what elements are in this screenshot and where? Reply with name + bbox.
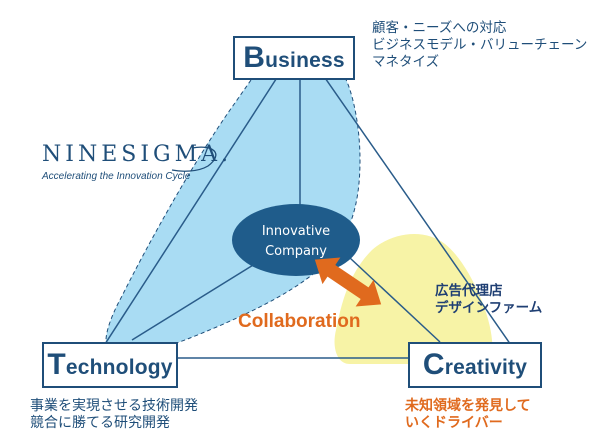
creativity-side-note-1: 広告代理店	[435, 283, 503, 299]
business-notes: 顧客・ニーズへの対応 ビジネスモデル・バリューチェーン マネタイズ	[372, 20, 587, 71]
creativity-notes: 未知領域を発見して いくドライバー	[405, 398, 531, 432]
spoke-technology	[131, 261, 259, 341]
outer-triangle	[94, 40, 522, 359]
business-node: Business	[233, 36, 355, 80]
technology-node: Technology	[42, 342, 178, 388]
logo-wordmark: NINESIGMA.	[42, 142, 232, 167]
business-initial: B	[243, 41, 266, 74]
creativity-note-1: 未知領域を発見して	[405, 398, 531, 414]
center-label-line1: Innovative	[262, 224, 330, 239]
creativity-initial: C	[422, 348, 445, 381]
logo-swoosh-icon	[171, 146, 217, 172]
center-label-line2: Company	[265, 244, 327, 259]
technology-note-1: 事業を実現させる技術開発	[30, 398, 198, 414]
creativity-rest: reativity	[444, 356, 528, 379]
technology-note-2: 競合に勝てる研究開発	[30, 415, 170, 431]
collaboration-label: Collaboration	[238, 311, 361, 332]
business-technology-region	[105, 69, 361, 355]
creativity-note-2: いくドライバー	[405, 415, 503, 431]
logo-tagline: Accelerating the Innovation Cycle	[42, 171, 191, 182]
creativity-node: Creativity	[408, 342, 542, 388]
ninesigma-logo: NINESIGMA. Accelerating the Innovation C…	[42, 142, 228, 192]
creativity-region	[334, 233, 493, 364]
spoke-creativity	[349, 257, 441, 343]
technology-rest: echnology	[65, 356, 173, 379]
business-note-2: ビジネスモデル・バリューチェーン	[372, 37, 588, 53]
innovative-company-ellipse	[232, 204, 360, 276]
creativity-side-notes: 広告代理店 デザインファーム	[435, 283, 542, 317]
business-rest: usiness	[265, 49, 345, 72]
business-note-1: 顧客・ニーズへの対応	[372, 20, 507, 36]
technology-initial: T	[47, 348, 66, 381]
collaboration-arrow	[314, 257, 382, 307]
business-note-3: マネタイズ	[372, 54, 440, 70]
technology-notes: 事業を実現させる技術開発 競合に勝てる研究開発	[30, 398, 198, 432]
creativity-side-note-2: デザインファーム	[435, 300, 543, 316]
